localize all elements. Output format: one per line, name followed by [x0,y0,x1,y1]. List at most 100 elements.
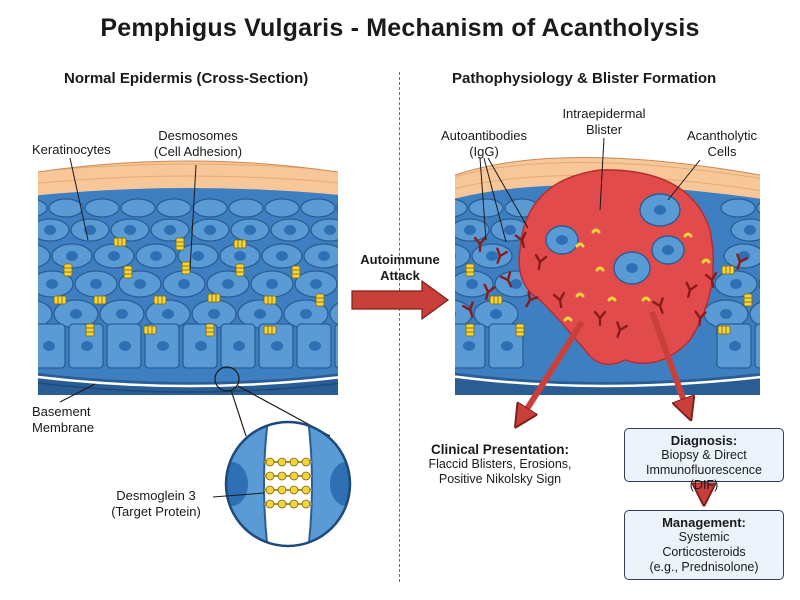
desmosome [63,263,73,277]
desmoglein-3 [264,457,312,467]
blister-label-line2: Blister [585,122,623,137]
keratinocyte [70,218,110,242]
desmosome-fragment [595,266,605,272]
igg-antibody [499,271,513,288]
igg-antibody [552,292,566,309]
keratinocyte [135,243,177,269]
desmoglein-leader [212,492,265,498]
igg-autoantibodies [462,231,748,338]
basement-label-line2: Membrane [32,420,95,435]
left-panel-subtitle: Normal Epidermis (Cross-Section) [64,70,309,87]
igg-antibody [736,253,748,270]
desmoglein-zoom-circle [224,420,352,548]
keratinocyte [714,270,758,298]
acantholytic-leader [667,159,701,201]
desmosome-fragment [575,292,585,298]
igg-antibody [652,297,664,314]
attack-label-line1: Autoimmune [360,252,440,267]
keratinocyte [756,198,760,218]
desmoglein-3 [264,471,312,481]
keratinocyte [294,270,338,298]
keratinocyte [192,198,228,218]
keratinocyte [190,218,230,242]
keratinocyte-cells [38,198,338,369]
basement-label-line1: Basement [32,404,91,419]
igg-antibody [473,236,487,253]
igg-antibody [616,321,628,338]
zoom-source-circle [214,366,240,392]
clinical-arrow [520,320,585,420]
keratinocyte [220,323,256,369]
desmoglein-label-line1: Desmoglein 3 [116,488,196,503]
desmosome-fragment [575,242,585,248]
igg-antibody [496,247,508,264]
keratinocyte [144,323,180,369]
keratinocyte [468,198,504,218]
igg-antibody [483,283,496,300]
keratinocyte [455,243,471,269]
keratinocyte [303,243,338,269]
autoimmune-attack-arrow [351,279,450,321]
desmosome-fragments [563,228,711,322]
igg-antibody [462,301,474,318]
acantholytic-label-line2: Cells [707,144,737,159]
pathology-epidermis-section [455,157,800,395]
desmosome [53,295,67,305]
basement-leader [59,383,96,403]
clinical-presentation-text: Clinical Presentation: Flaccid Blisters,… [410,442,590,487]
management-heading: Management: [662,515,746,530]
keratinocyte [150,218,190,242]
desmosome [235,263,245,277]
desmosome-fragment [641,296,651,302]
igg-antibody [593,310,607,327]
desmosome [465,263,475,277]
management-box: Management: Systemic Corticosteroids (e.… [624,510,784,580]
diagnosis-line1: Biopsy & Direct [661,448,747,462]
desmoglein-3-label: Desmoglein 3 (Target Protein) [96,488,216,520]
keratinocyte [120,198,156,218]
desmosome [113,237,127,247]
keratinocyte [38,218,70,242]
keratinocyte [53,299,99,329]
desmosome [721,265,735,275]
keratinocyte [250,270,294,298]
desmosome [465,323,475,337]
keratinocyte [471,243,513,269]
keratinocyte [93,243,135,269]
keratinocytes-leader [69,157,89,241]
diagnosis-line2: Immunofluorescence (DIF) [645,463,763,492]
keratinocyte [488,323,524,369]
desmosome-fragment [591,228,601,234]
autoantibodies-label-line1: Autoantibodies [440,128,527,143]
desmosome [143,325,157,335]
desmosome [181,261,191,275]
panel-divider [399,72,400,582]
keratinocyte [38,198,48,218]
keratinocyte [300,198,336,218]
keratinocyte [38,270,74,298]
desmosome [205,323,215,337]
keratinocyte [310,218,338,242]
acantholytic-label-line1: Acantholytic [686,128,758,143]
acantholytic-cell [613,251,651,285]
igg-antibody [534,254,548,271]
keratinocyte [329,299,338,329]
blister-label-line1: Intraepidermal [562,106,646,121]
desmosomes-label-line1: Desmosomes [158,128,238,143]
desmosome-fragment [701,258,711,264]
desmosome [315,293,325,307]
desmosome-fragment [607,296,617,302]
acantholytic-cell [651,235,685,265]
keratinocyte [749,299,760,329]
igg-antibody [685,281,698,298]
desmosome [263,325,277,335]
keratinocyte [270,218,310,242]
keratinocyte [68,323,104,369]
keratinocyte [258,323,294,369]
attack-label-line2: Attack [380,268,420,283]
keratinocyte [296,323,332,369]
keratinocyte [51,243,93,269]
keratinocyte [766,244,800,268]
normal-epidermis-section [38,161,338,395]
acantholytic-cell [545,225,579,255]
